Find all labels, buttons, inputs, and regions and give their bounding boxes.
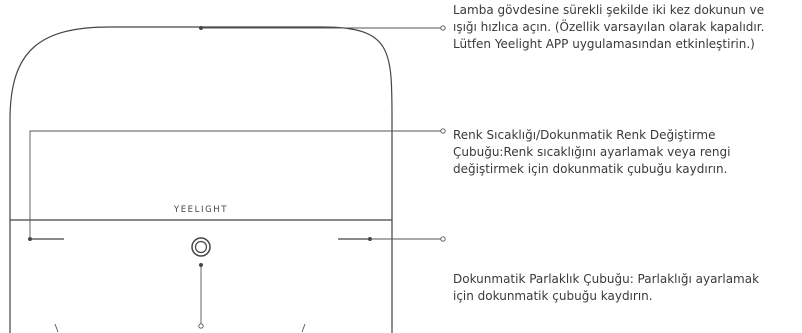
- callout-line: Renk Sıcaklığı/Dokunmatik Renk Değiştirm…: [453, 128, 716, 142]
- brand-label: YEELIGHT: [173, 205, 228, 215]
- callout-line: Lamba gövdesine sürekli şekilde iki kez …: [453, 3, 765, 17]
- leader-line-bottom: [198, 263, 204, 329]
- leader-line-middle: [28, 128, 446, 241]
- callout-double-tap: Lamba gövdesine sürekli şekilde iki kez …: [453, 2, 764, 53]
- leader-line-top: [199, 25, 446, 31]
- callout-line: Dokunmatik Parlaklık Çubuğu: Parlaklığı …: [453, 272, 760, 286]
- bottom-leader-fragments: [54, 323, 306, 333]
- callout-line: ışığı hızlıca açın. (Özellik varsayılan …: [453, 20, 765, 34]
- lamp-body-outline: [9, 26, 393, 333]
- power-button[interactable]: [191, 237, 211, 257]
- callout-line: Lütfen Yeelight APP uygulamasından etkin…: [453, 37, 755, 51]
- callout-line: Çubuğu:Renk sıcaklığını ayarlamak veya r…: [453, 145, 731, 159]
- callout-line: değiştirmek için dokunmatik çubuğu kaydı…: [453, 162, 728, 176]
- callout-brightness-bar: Dokunmatik Parlaklık Çubuğu: Parlaklığı …: [453, 271, 759, 305]
- callout-line: için dokunmatik çubuğu kaydırın.: [453, 289, 653, 303]
- callout-color-temperature-bar: Renk Sıcaklığı/Dokunmatik Renk Değiştirm…: [453, 127, 730, 178]
- leader-line-right: [368, 236, 446, 242]
